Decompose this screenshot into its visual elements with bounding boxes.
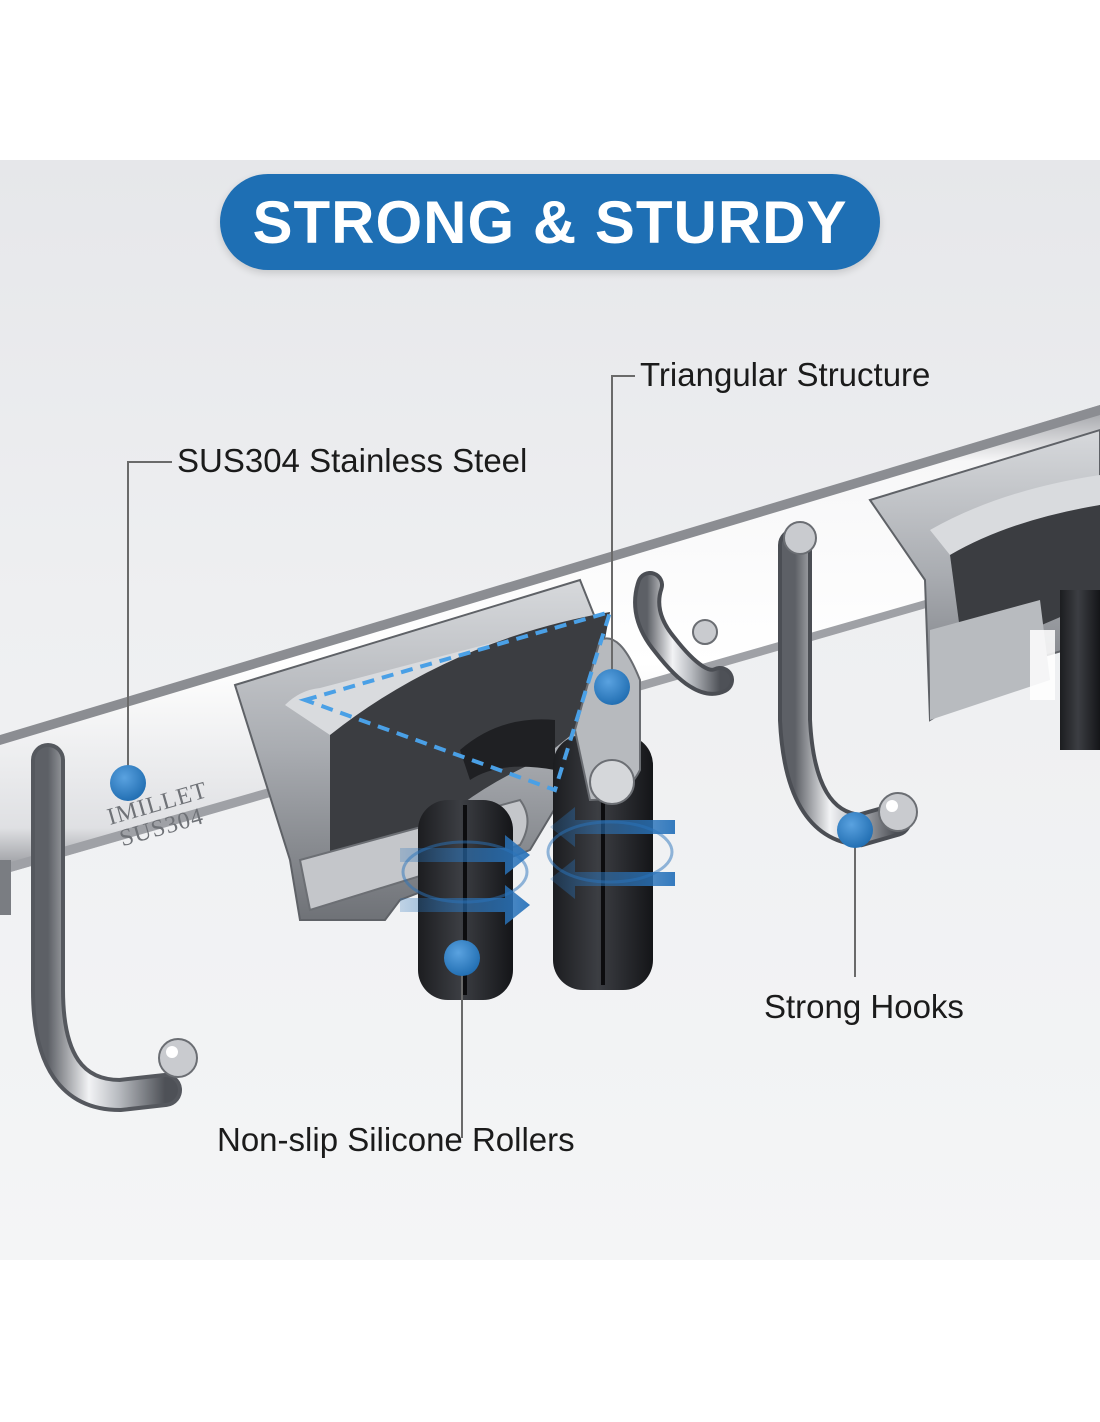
callout-dot (110, 669, 873, 976)
main-clamp (233, 578, 653, 1000)
product-illustration: IMILLET SUS304 (0, 375, 1100, 1138)
left-hook (31, 743, 198, 1113)
right-clamp (868, 428, 1100, 750)
header-title: STRONG & STURDY (220, 174, 880, 270)
callout-leaders (127, 375, 856, 1138)
small-hook (633, 571, 734, 696)
strong-hooks-label: Strong Hooks (764, 988, 964, 1025)
stainless-steel-label: SUS304 Stainless Steel (177, 442, 528, 479)
rotation-arrow (400, 807, 675, 925)
product-panel: IMILLET SUS304 (0, 160, 1100, 1260)
triangular-structure-label: Triangular Structure (640, 356, 931, 393)
silicone-rollers-label: Non-slip Silicone Rollers (217, 1121, 575, 1158)
